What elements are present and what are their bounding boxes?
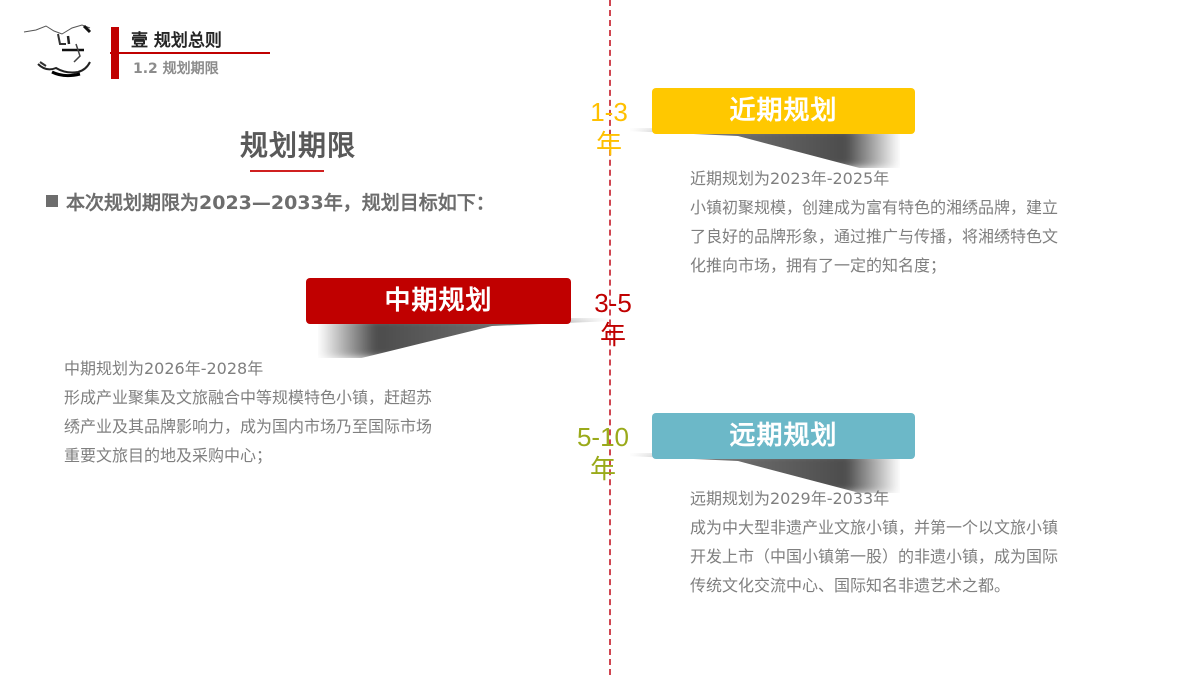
period-text: 远期规划为2029年-2033年 (690, 489, 890, 508)
period-text: 中期规划为2026年-2028年 (64, 359, 264, 378)
banner-shadow (630, 128, 900, 168)
year-unit: 年 (595, 129, 622, 159)
description-long-term: 远期规划为2029年-2033年 成为中大型非遗产业文旅小镇，并第一个以文旅小镇… (690, 484, 1150, 600)
banner-long-term: 远期规划 (652, 413, 915, 459)
page-title: 规划期限 (240, 129, 357, 162)
period-text: 近期规划为2023年-2025年 (690, 169, 890, 188)
year-label-mid: 3-5 年 (587, 287, 639, 351)
description-line: 化推向市场，拥有了一定的知名度； (690, 256, 947, 275)
description-line: 了良好的品牌形象，通过推广与传播，将湘绣特色文 (690, 227, 1059, 246)
subsection-title: 1.2 规划期限 (133, 61, 219, 77)
intro-text: 本次规划期限为2023—2033年，规划目标如下： (46, 188, 495, 215)
section-title: 壹 规划总则 (131, 31, 222, 51)
year-range: 3-5 (594, 288, 632, 318)
year-range: 5-10 (576, 422, 630, 452)
header-divider (110, 52, 270, 54)
intro-label: 本次规划期限为2023—2033年，规划目标如下： (66, 192, 495, 214)
description-line: 开发上市（中国小镇第一股）的非遗小镇，成为国际 (690, 547, 1059, 566)
year-unit: 年 (589, 454, 616, 484)
square-bullet-icon (46, 195, 58, 207)
description-line: 绣产业及其品牌影响力，成为国内市场乃至国际市场 (64, 417, 433, 436)
banner-near-term: 近期规划 (652, 88, 915, 134)
banner-shadow (318, 318, 608, 358)
description-line: 重要文旅目的地及采购中心； (64, 446, 273, 465)
description-mid-term: 中期规划为2026年-2028年 形成产业聚集及文旅融合中等规模特色小镇，赶超苏… (64, 354, 514, 470)
timeline-divider (609, 0, 611, 675)
description-near-term: 近期规划为2023年-2025年 小镇初聚规模，创建成为富有特色的湘绣品牌，建立… (690, 164, 1150, 280)
title-underline (250, 170, 324, 172)
description-line: 成为中大型非遗产业文旅小镇，并第一个以文旅小镇 (690, 518, 1059, 537)
description-line: 小镇初聚规模，创建成为富有特色的湘绣品牌，建立 (690, 198, 1059, 217)
year-label-near: 1-3 年 (583, 96, 635, 160)
year-unit: 年 (599, 320, 626, 350)
year-label-far: 5-10 年 (568, 421, 638, 485)
description-line: 传统文化交流中心、国际知名非遗艺术之都。 (690, 576, 1011, 595)
description-line: 形成产业聚集及文旅融合中等规模特色小镇，赶超苏 (64, 388, 433, 407)
banner-mid-term: 中期规划 (306, 278, 571, 324)
year-range: 1-3 (590, 97, 628, 127)
ink-landscape-icon (22, 22, 100, 80)
